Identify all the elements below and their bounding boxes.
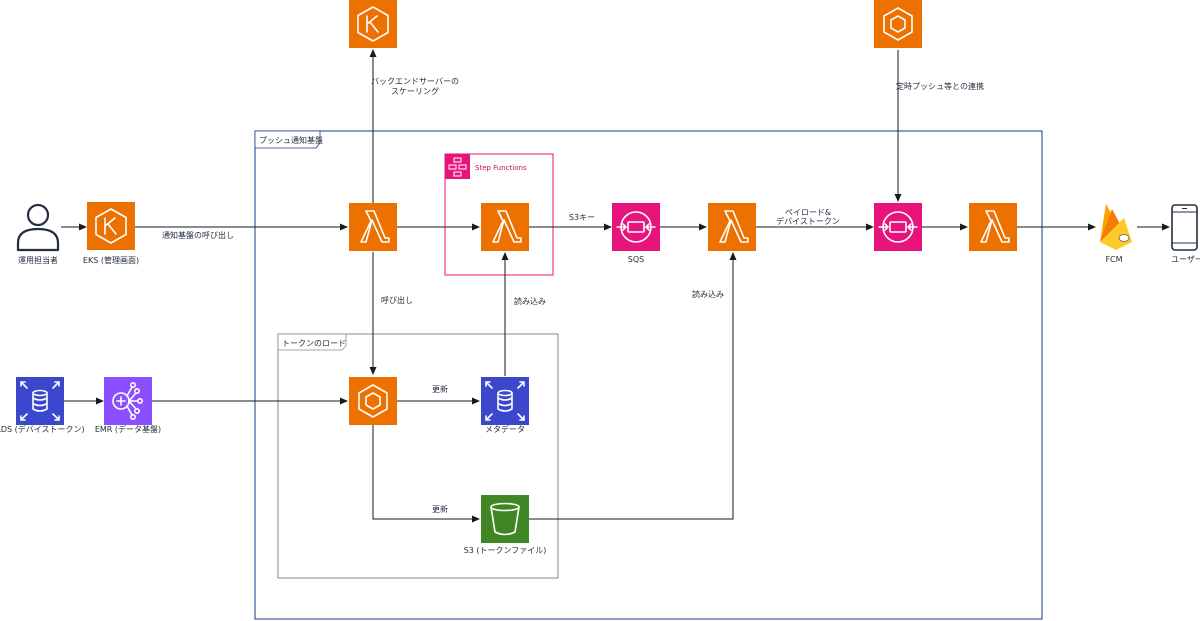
user-icon	[16, 203, 60, 252]
operator-label: 運用担当者	[18, 255, 58, 265]
edge-label-invoke: 呼び出し	[381, 295, 413, 305]
edge-label-update-2: 更新	[432, 504, 448, 514]
s3-bucket-icon	[481, 495, 529, 543]
lambda-node-2	[481, 203, 529, 251]
lambda-node-3	[708, 203, 756, 251]
emr-label: EMR (データ基盤)	[95, 424, 161, 434]
metadata-label: メタデータ	[485, 424, 525, 434]
metadata-node: メタデータ	[481, 377, 529, 434]
edges	[61, 49, 1170, 523]
push-platform-label: プッシュ通知基盤	[259, 135, 323, 145]
emr-node: EMR (データ基盤)	[95, 377, 161, 434]
s3-label: S3 (トークンファイル)	[464, 546, 547, 555]
eks-node: EKS (管理画面)	[83, 202, 139, 265]
eks-top-node	[349, 0, 397, 48]
edge-label-update-1: 更新	[432, 384, 448, 394]
lambda-node-1	[349, 203, 397, 251]
edge-label-call-platform: 通知基盤の呼び出し	[162, 230, 234, 240]
container-top-node	[874, 0, 922, 48]
firebase-icon	[1100, 204, 1132, 250]
edge-label-s3-key: S3キー	[569, 213, 595, 222]
rds-label: RDS (デバイストークン)	[0, 424, 85, 434]
eks-label: EKS (管理画面)	[83, 255, 139, 265]
s3-node: S3 (トークンファイル)	[464, 495, 547, 555]
step-functions-group: Step Functions	[444, 153, 554, 276]
container-mid-node	[349, 377, 397, 425]
edge-label-payload-1: ペイロード&	[785, 208, 831, 217]
edge-label-read-2: 読み込み	[692, 289, 724, 299]
mobile-user-node: ユーザー	[1171, 204, 1200, 264]
fcm-node: FCM	[1100, 204, 1132, 264]
token-load-label: トークンのロード	[282, 339, 346, 348]
edge-label-read-1: 読み込み	[514, 296, 546, 306]
emr-icon	[104, 377, 152, 425]
eks-icon	[349, 0, 397, 48]
push-platform-group: プッシュ通知基盤	[254, 130, 1043, 620]
edge-label-scaling-1: バックエンドサーバーの	[371, 77, 459, 86]
fcm-label: FCM	[1105, 255, 1122, 264]
edge-label-scaling-2: スケーリング	[391, 86, 439, 96]
sqs-node: SQS	[612, 203, 660, 264]
sqs-label: SQS	[628, 255, 644, 264]
user-label: ユーザー	[1171, 255, 1200, 264]
edge-labels: 通知基盤の呼び出し バックエンドサーバーの スケーリング 定時プッシュ等との連携…	[162, 77, 984, 514]
step-functions-label: Step Functions	[475, 164, 527, 172]
edge-label-payload-2: デバイストークン	[776, 216, 840, 226]
eventbridge-node	[874, 203, 922, 251]
lambda-node-4	[969, 203, 1017, 251]
mobile-client-icon	[1171, 204, 1198, 251]
token-load-group: トークンのロード	[277, 333, 559, 579]
rds-node: RDS (デバイストークン)	[0, 377, 85, 434]
eks-icon	[87, 202, 135, 250]
edge-label-scheduled: 定時プッシュ等との連携	[896, 81, 984, 91]
operator-node: 運用担当者	[16, 203, 60, 265]
